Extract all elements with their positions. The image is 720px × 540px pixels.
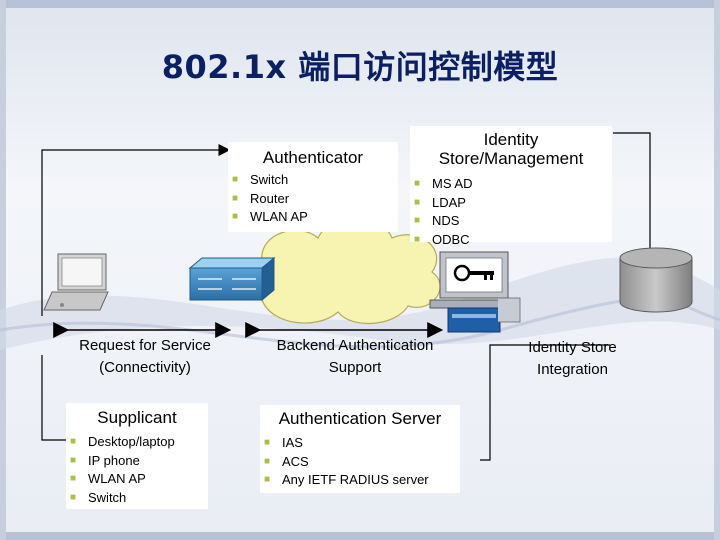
switch-icon	[188, 256, 276, 302]
cloud-icon	[244, 218, 441, 325]
authenticator-list: ■Switch ■Router ■WLAN AP	[228, 171, 398, 227]
store-label-line1: Identity Store	[528, 339, 617, 356]
backend-label-line2: Support	[328, 359, 382, 376]
bullet-icon: ■	[414, 215, 421, 226]
supplicant-heading: Supplicant	[97, 408, 177, 427]
auth-server-box: Authentication Server ■IAS ■ACS ■Any IET…	[260, 405, 460, 493]
request-for-service-label: Request for Service (Connectivity)	[55, 335, 235, 379]
server-icon	[429, 251, 521, 333]
bullet-icon: ■	[70, 491, 77, 503]
identity-store-box: Identity Store/Management ■MS AD ■LDAP ■…	[410, 126, 612, 247]
bullet-icon: ■	[70, 473, 77, 484]
key-icon	[453, 264, 494, 282]
bullet-icon: ■	[70, 454, 77, 466]
list-item: ■ODBC	[410, 231, 612, 250]
list-item: ■MS AD	[410, 175, 612, 194]
connector-lines	[41, 132, 651, 461]
list-item: ■Switch	[66, 489, 208, 508]
list-item: ■Switch	[228, 171, 398, 190]
authenticator-box: Authenticator ■Switch ■Router ■WLAN AP	[228, 142, 398, 232]
list-item: ■LDAP	[410, 194, 612, 213]
request-label-line1: Request for Service	[79, 337, 211, 354]
list-item: ■WLAN AP	[66, 470, 208, 489]
list-item: ■NDS	[410, 212, 612, 231]
bullet-icon: ■	[232, 211, 239, 222]
supplicant-box: Supplicant ■Desktop/laptop ■IP phone ■WL…	[66, 403, 208, 509]
backend-auth-label: Backend Authentication Support	[250, 335, 460, 379]
bullet-icon: ■	[414, 233, 421, 245]
database-icon	[619, 247, 693, 313]
auth-server-heading: Authentication Server	[278, 409, 442, 428]
identity-store-integration-label: Identity Store Integration	[500, 337, 645, 381]
auth-server-list: ■IAS ■ACS ■Any IETF RADIUS server	[260, 434, 460, 490]
bullet-icon: ■	[232, 192, 239, 204]
list-item: ■ACS	[260, 453, 460, 472]
laptop-icon	[43, 253, 109, 311]
bullet-icon: ■	[70, 436, 77, 447]
backend-label-line1: Backend Authentication	[276, 337, 434, 354]
list-item: ■IP phone	[66, 452, 208, 471]
identity-store-heading-line2: Store/Management	[438, 149, 584, 168]
bullet-icon: ■	[414, 178, 421, 189]
bullet-icon: ■	[414, 196, 421, 208]
list-item: ■IAS	[260, 434, 460, 453]
authenticator-heading: Authenticator	[262, 148, 364, 167]
page-title: 802.1x 端口访问控制模型	[161, 48, 559, 86]
list-item: ■Router	[228, 190, 398, 209]
supplicant-list: ■Desktop/laptop ■IP phone ■WLAN AP ■Swit…	[66, 433, 208, 507]
list-item: ■Any IETF RADIUS server	[260, 471, 460, 490]
bullet-icon: ■	[264, 437, 271, 448]
list-item: ■Desktop/laptop	[66, 433, 208, 452]
store-label-line2: Integration	[537, 361, 608, 378]
identity-store-heading: Identity Store/Management	[410, 126, 612, 168]
identity-store-heading-line1: Identity	[483, 130, 539, 149]
list-item: ■WLAN AP	[228, 208, 398, 227]
request-label-line2: (Connectivity)	[99, 359, 191, 376]
identity-store-list: ■MS AD ■LDAP ■NDS ■ODBC	[410, 175, 612, 249]
bullet-icon: ■	[264, 455, 271, 467]
bullet-icon: ■	[232, 174, 239, 185]
bullet-icon: ■	[264, 474, 271, 485]
